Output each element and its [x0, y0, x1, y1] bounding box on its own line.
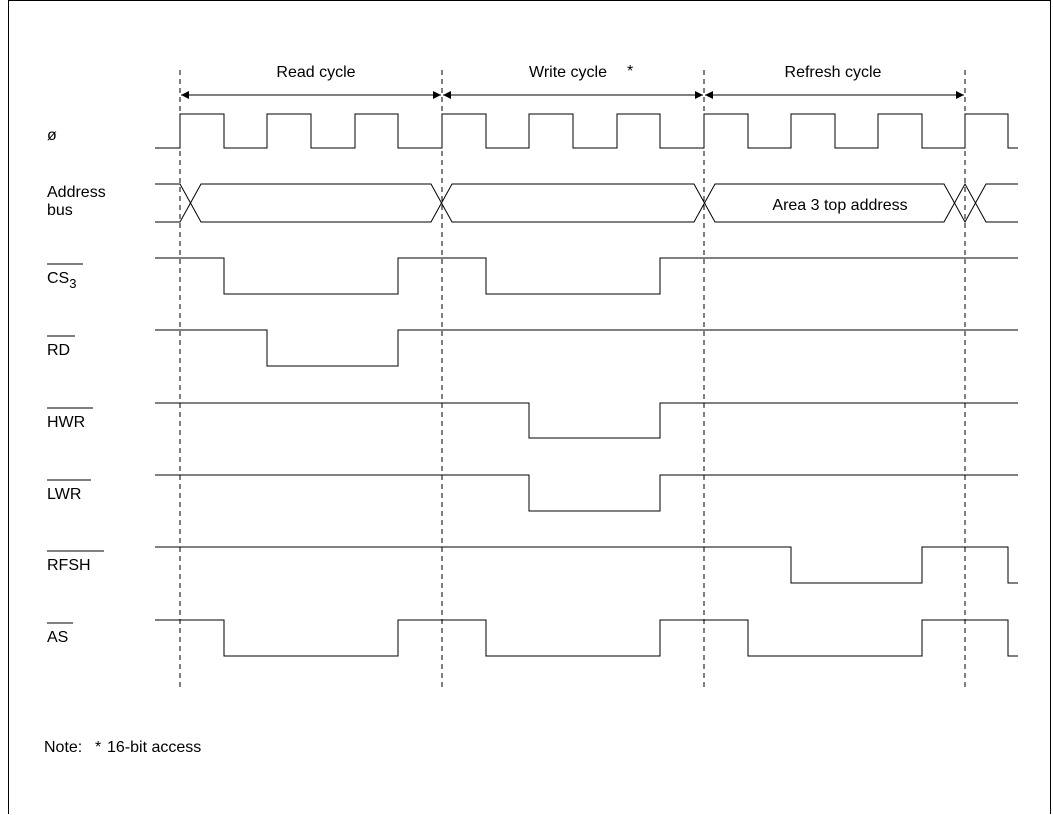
write-cycle-label: Write cycle: [529, 64, 607, 81]
as-waveform: [155, 619, 1018, 657]
clock-label: ø: [47, 127, 57, 144]
waveforms: [155, 113, 1018, 657]
note-prefix: Note:: [44, 739, 82, 756]
lwr-label: LWR: [47, 486, 81, 503]
rd-label: RD: [47, 342, 70, 359]
active-low-overbars: [47, 263, 104, 624]
cycle-boundaries: [179, 70, 966, 688]
rfsh-waveform: [155, 546, 1018, 584]
rfsh-label: RFSH: [47, 557, 91, 574]
address-bus-label-line2: bus: [47, 202, 73, 219]
address-value-label: Area 3 top address: [772, 197, 907, 214]
as-label: AS: [47, 629, 68, 646]
write-cycle-asterisk: *: [627, 63, 633, 80]
note-text: 16-bit access: [107, 739, 201, 756]
refresh-cycle-label: Refresh cycle: [785, 64, 882, 81]
rd-waveform: [155, 329, 1018, 367]
note-asterisk: *: [95, 739, 101, 756]
lwr-waveform: [155, 474, 1018, 512]
figure-frame: [8, 0, 1051, 814]
address-bus-waveform: [155, 182, 1018, 224]
clock-waveform: [155, 113, 1018, 149]
hwr-waveform: [155, 402, 1018, 439]
address-bus-label-line1: Address: [47, 184, 106, 201]
read-cycle-label: Read cycle: [276, 64, 355, 81]
cs3-waveform: [155, 257, 1018, 295]
cs3-label: CS3: [47, 270, 76, 291]
hwr-label: HWR: [47, 414, 85, 431]
